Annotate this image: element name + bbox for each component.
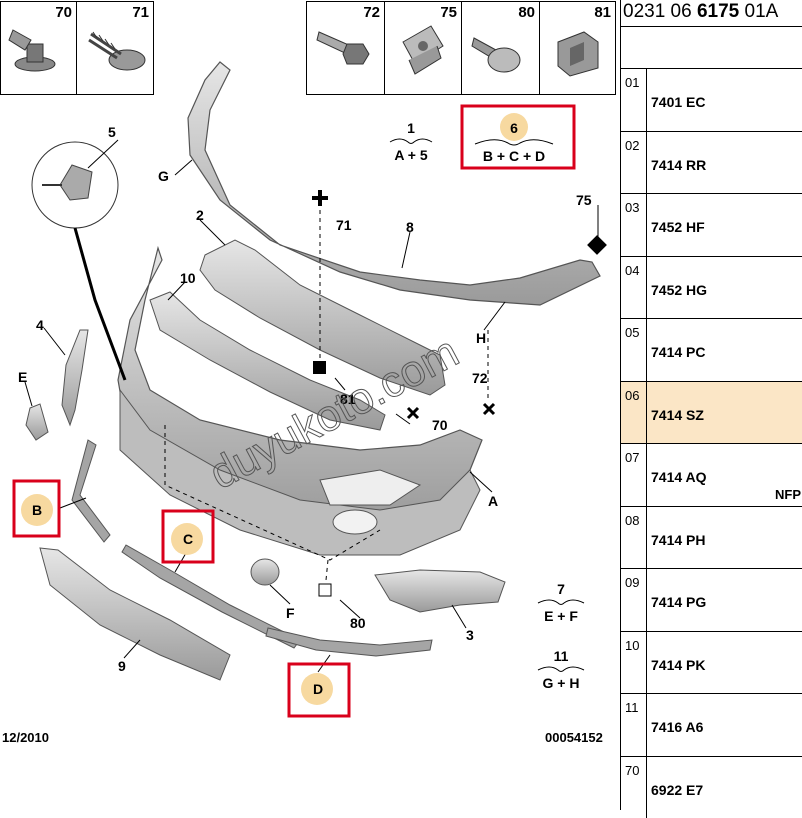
kit-11-number: 11	[554, 648, 569, 664]
diagram-date: 12/2010	[2, 730, 49, 745]
row-index: 10	[621, 632, 647, 694]
row-part-code: 7414 PG	[651, 594, 706, 610]
row-part-code: 7401 EC	[651, 94, 705, 110]
kit-7-number: 7	[557, 581, 565, 597]
row-part-code: 7414 PH	[651, 532, 705, 548]
row-note: NFP	[775, 487, 801, 502]
reference-title: 0231 06 6175 01A	[623, 1, 778, 23]
highlight-label-b: B	[32, 502, 42, 518]
bracket-e	[26, 404, 48, 440]
row-index: 03	[621, 194, 647, 256]
reference-prefix: 0231 06	[623, 1, 697, 22]
row-part-code: 6922 E7	[651, 782, 703, 798]
trim-strip-b	[72, 440, 110, 542]
kit-1-formula: A + 5	[394, 147, 428, 163]
callout-4: 4	[36, 317, 44, 333]
callout-h: H	[476, 330, 486, 346]
row-index: 07	[621, 444, 647, 506]
row-part-code: 7414 RR	[651, 157, 706, 173]
marker-72	[484, 404, 494, 414]
kit-11-formula: G + H	[543, 675, 580, 691]
highlight-label-c: C	[183, 531, 193, 547]
reference-bold: 6175	[697, 1, 739, 22]
callout-80: 80	[350, 615, 366, 631]
row-index: 05	[621, 319, 647, 381]
callout-5: 5	[108, 124, 116, 140]
row-part-code: 7416 A6	[651, 719, 703, 735]
callout-g: G	[158, 168, 169, 184]
row-index: 08	[621, 507, 647, 569]
kit-1-number: 1	[407, 120, 415, 136]
callout-10: 10	[180, 270, 196, 286]
row-part-code: 7414 AQ	[651, 469, 707, 485]
kit-6-formula: B + C + D	[483, 148, 545, 164]
callout-8: 8	[406, 219, 414, 235]
callout-71: 71	[336, 217, 352, 233]
callout-70: 70	[432, 417, 448, 433]
marker-80	[319, 584, 331, 596]
side-trim	[62, 330, 88, 425]
highlight-label-d: D	[313, 681, 323, 697]
row-part-code: 7414 SZ	[651, 407, 704, 423]
lower-grille	[40, 548, 230, 680]
row-index: 06	[621, 382, 647, 444]
callout-3: 3	[466, 627, 474, 643]
row-part-code: 7452 HG	[651, 282, 707, 298]
callout-75: 75	[576, 192, 592, 208]
marker-75	[587, 235, 607, 255]
row-index: 09	[621, 569, 647, 631]
callout-2: 2	[196, 207, 204, 223]
marker-81	[313, 361, 326, 374]
callout-72: 72	[472, 370, 488, 386]
marker-71	[312, 190, 328, 206]
row-index: 11	[621, 694, 647, 756]
callout-a: A	[488, 493, 498, 509]
kit-6-number: 6	[510, 120, 518, 136]
fog-lamp-recess	[333, 510, 377, 534]
row-part-code: 7452 HF	[651, 219, 705, 235]
diagram-doc-number: 00054152	[545, 730, 603, 745]
kit-7-formula: E + F	[544, 608, 578, 624]
row-index: 01	[621, 69, 647, 131]
row-index: 04	[621, 257, 647, 319]
row-part-code: 7414 PK	[651, 657, 705, 673]
cap-f	[251, 559, 279, 585]
row-index: 70	[621, 757, 647, 818]
trim-strip-d	[266, 628, 432, 656]
callout-e: E	[18, 369, 27, 385]
marker-70	[408, 408, 418, 418]
row-part-code: 7414 PC	[651, 344, 705, 360]
callout-9: 9	[118, 658, 126, 674]
callout-f: F	[286, 605, 295, 621]
reference-suffix: 01A	[739, 1, 778, 22]
row-index: 02	[621, 132, 647, 194]
side-fog-trim	[375, 570, 505, 612]
reference-header-blank	[621, 26, 802, 68]
exploded-diagram: 5 G 2 10 4 E 71 8 75 H 72 81 70 A F 80 3…	[0, 0, 620, 810]
